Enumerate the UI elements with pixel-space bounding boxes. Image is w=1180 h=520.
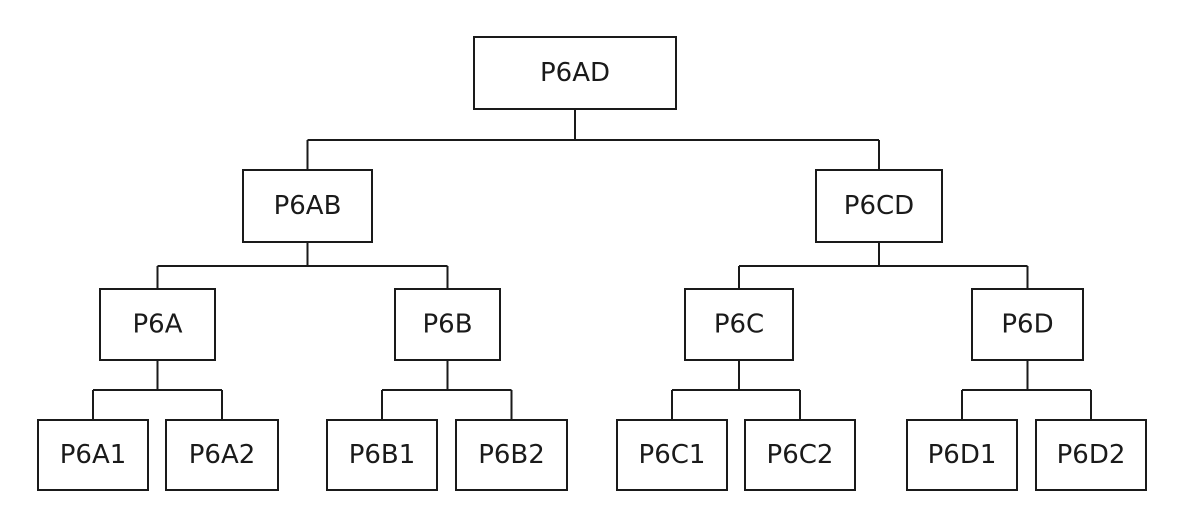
- connector-p6a: [92, 360, 223, 420]
- node-label: P6D1: [928, 440, 997, 470]
- connector-p6d: [961, 360, 1092, 420]
- node-box: [242, 169, 373, 243]
- node-p6d2: P6D2: [1035, 419, 1147, 491]
- node-p6cd: P6CD: [815, 169, 943, 243]
- node-label: P6C: [714, 310, 764, 340]
- node-box: [684, 288, 794, 361]
- node-label: P6B: [422, 310, 472, 340]
- node-box: [1035, 419, 1147, 491]
- edges-layer: [92, 109, 1092, 420]
- node-box: [99, 288, 216, 361]
- node-p6c2: P6C2: [744, 419, 856, 491]
- node-label: P6B2: [478, 440, 545, 470]
- node-box: [394, 288, 501, 361]
- node-p6ab: P6AB: [242, 169, 373, 243]
- connector-p6ab: [156, 242, 449, 289]
- node-p6a1: P6A1: [37, 419, 149, 491]
- node-p6a: P6A: [99, 288, 216, 361]
- node-p6d1: P6D1: [906, 419, 1018, 491]
- node-p6b: P6B: [394, 288, 501, 361]
- node-label: P6AB: [274, 191, 342, 221]
- node-box: [165, 419, 279, 491]
- node-box: [815, 169, 943, 243]
- node-p6c: P6C: [684, 288, 794, 361]
- node-p6b2: P6B2: [455, 419, 568, 491]
- connector-p6cd: [738, 242, 1029, 289]
- node-p6a2: P6A2: [165, 419, 279, 491]
- node-p6b1: P6B1: [326, 419, 438, 491]
- node-box: [906, 419, 1018, 491]
- node-box: [473, 36, 677, 110]
- node-label: P6A: [132, 310, 182, 340]
- node-label: P6B1: [349, 440, 416, 470]
- node-box: [455, 419, 568, 491]
- node-p6d: P6D: [971, 288, 1084, 361]
- node-box: [744, 419, 856, 491]
- node-box: [616, 419, 728, 491]
- nodes-layer: P6AD P6AB P6CD P6A P6B P6C P6D P6A1 P6A2 P6B1 P6B2…: [37, 36, 1147, 491]
- node-label: P6A1: [60, 440, 127, 470]
- node-box: [326, 419, 438, 491]
- node-label: P6C1: [639, 440, 706, 470]
- connector-p6ad: [306, 109, 880, 170]
- connector-p6b: [381, 360, 513, 420]
- node-label: P6C2: [767, 440, 834, 470]
- connector-p6c: [671, 360, 801, 420]
- node-label: P6D2: [1057, 440, 1126, 470]
- node-p6ad: P6AD: [473, 36, 677, 110]
- node-box: [971, 288, 1084, 361]
- node-label: P6D: [1001, 310, 1053, 340]
- node-p6c1: P6C1: [616, 419, 728, 491]
- node-box: [37, 419, 149, 491]
- node-label: P6A2: [189, 440, 256, 470]
- node-label: P6AD: [540, 58, 610, 88]
- node-label: P6CD: [844, 191, 914, 221]
